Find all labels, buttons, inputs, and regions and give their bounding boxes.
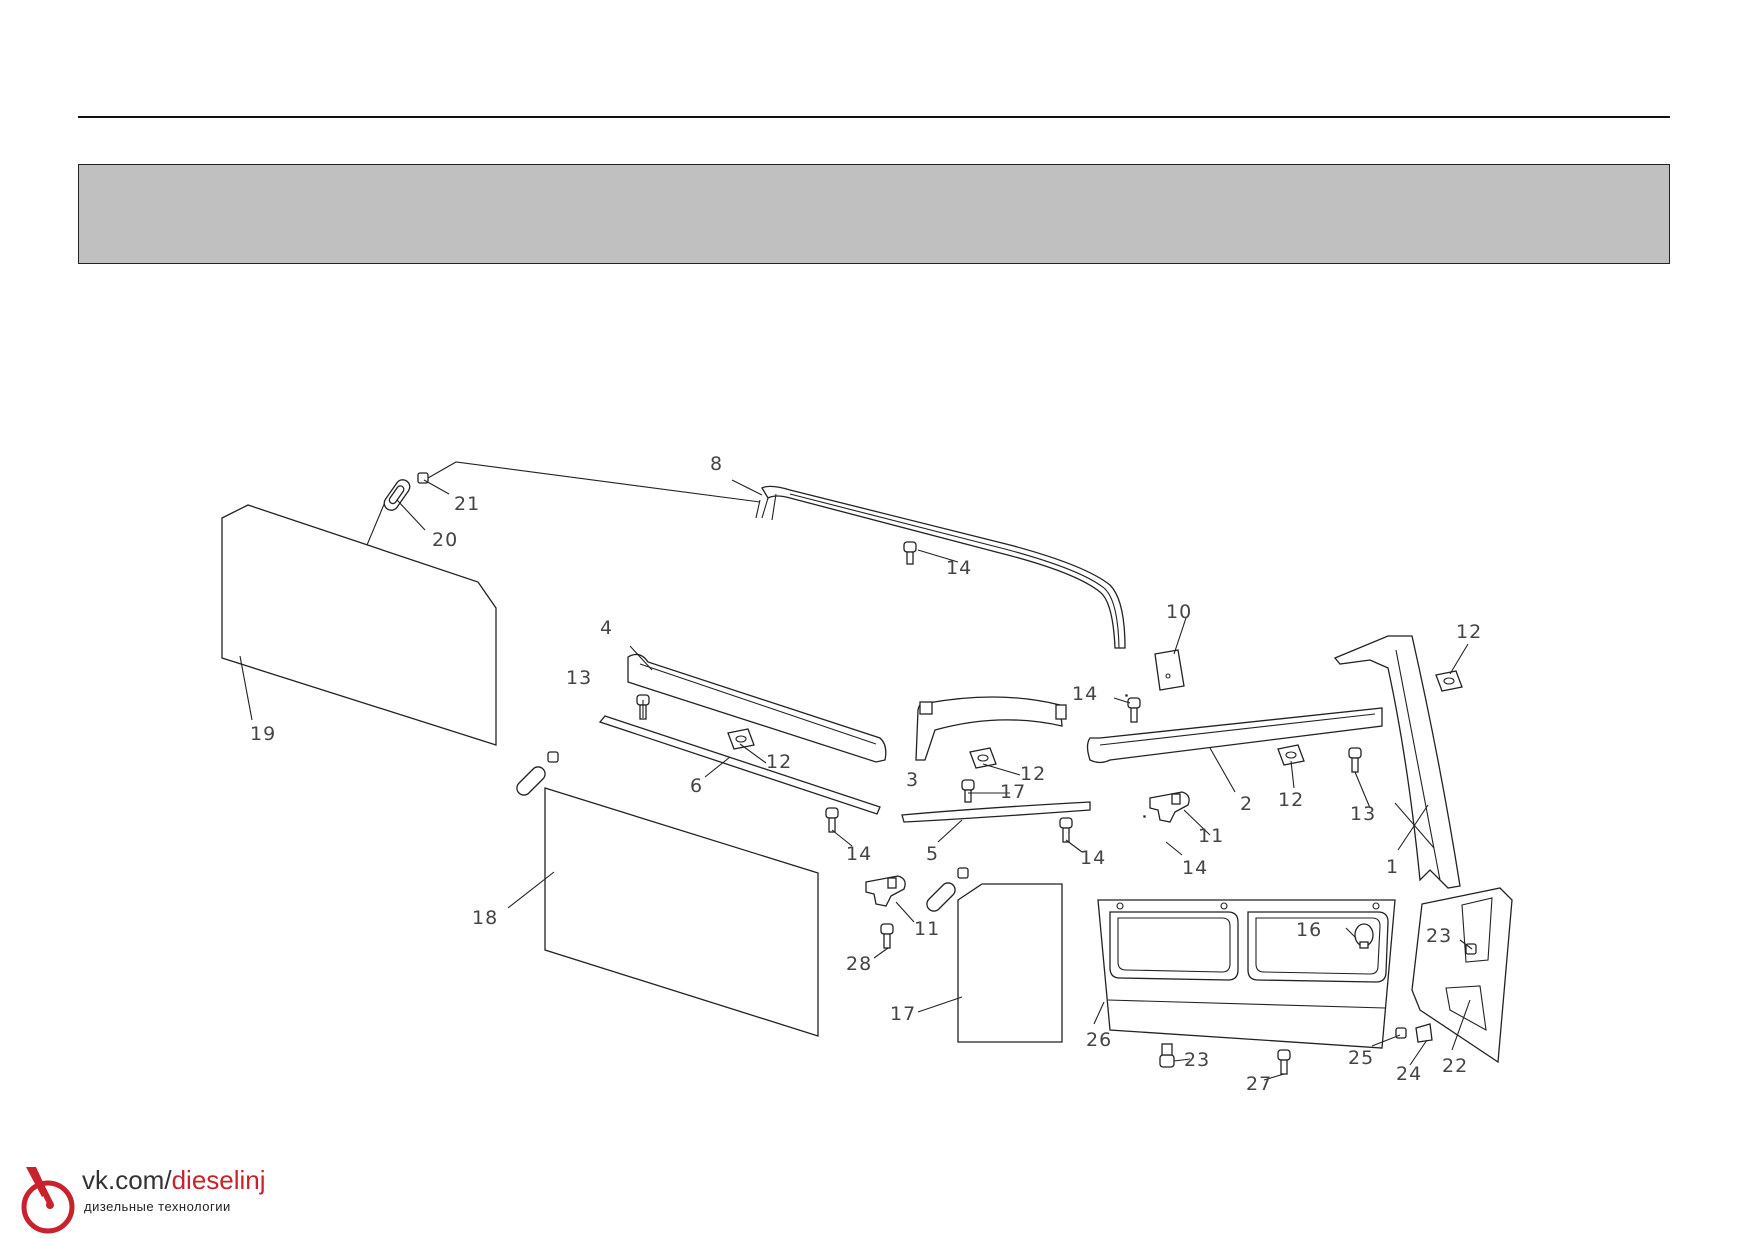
- part-18-panel: [544, 787, 819, 1037]
- watermark: vk.com/dieselinj дизельные технологии: [20, 1163, 310, 1234]
- callout-14-e: 14: [1182, 857, 1208, 879]
- callout-19: 19: [250, 723, 276, 745]
- callout-21: 21: [454, 493, 480, 515]
- part-6-strip: [598, 715, 881, 815]
- screw-13-b: [1348, 747, 1362, 773]
- callout-26: 26: [1086, 1029, 1112, 1051]
- part-20-lamp: [383, 479, 411, 511]
- callout-5: 5: [926, 843, 939, 865]
- callout-10: 10: [1166, 601, 1192, 623]
- callout-14-b: 14: [1072, 683, 1098, 705]
- screw-27: [1277, 1049, 1291, 1075]
- top-rule: [78, 116, 1670, 118]
- part-5-strip: [901, 801, 1091, 823]
- callout-11-left: 11: [914, 918, 940, 940]
- watermark-subtitle: дизельные технологии: [84, 1199, 231, 1214]
- part-2-trim: [1086, 707, 1383, 764]
- callout-27: 27: [1246, 1073, 1272, 1095]
- callout-12-a: 12: [766, 751, 792, 773]
- callout-25: 25: [1348, 1047, 1374, 1069]
- part-16-handle: [1354, 923, 1374, 949]
- callout-13-a: 13: [566, 667, 592, 689]
- part-4-trim: [627, 653, 887, 763]
- part-24-clip: [1415, 1023, 1433, 1043]
- part-11-hinge-right: [1149, 791, 1190, 823]
- screw-14-c: [825, 807, 839, 833]
- callout-13-b: 13: [1350, 803, 1376, 825]
- callout-23-b: 23: [1184, 1049, 1210, 1071]
- screw-14-a: [903, 541, 917, 565]
- header-band: [78, 164, 1670, 264]
- clip-12-b: [969, 747, 997, 769]
- callout-22: 22: [1442, 1055, 1468, 1077]
- callout-4: 4: [600, 617, 613, 639]
- screw-14-d: [1059, 817, 1073, 843]
- lamp-middle: [926, 867, 969, 912]
- callout-labels: 1 2 3 4 5 6 8 10 11 11 12 12 12 12 13 13…: [250, 453, 1482, 1095]
- callout-3: 3: [906, 769, 919, 791]
- part-19-panel: [221, 501, 497, 746]
- lamp-left: [516, 751, 559, 796]
- callout-17-a: 17: [1000, 781, 1026, 803]
- callout-24: 24: [1396, 1063, 1422, 1085]
- callout-2: 2: [1240, 793, 1253, 815]
- part-1-pillar: [1333, 635, 1461, 889]
- part-11-hinge-left: [865, 875, 906, 907]
- screw-14-b: [1127, 697, 1141, 723]
- clip-12-c: [1277, 744, 1305, 766]
- bolt-23-a: [1159, 1043, 1175, 1068]
- callout-16: 16: [1296, 919, 1322, 941]
- part-8-roof-rail: [755, 485, 1126, 649]
- callout-1: 1: [1386, 856, 1399, 878]
- leader-lines: [239, 479, 1473, 1081]
- callout-12-d: 12: [1456, 621, 1482, 643]
- callout-28: 28: [846, 953, 872, 975]
- part-26-frame: [1097, 899, 1396, 1049]
- watermark-url: vk.com/dieselinj: [82, 1165, 266, 1195]
- callout-12-b: 12: [1020, 763, 1046, 785]
- injector-logo-icon: [21, 1167, 75, 1234]
- callout-23-a: 23: [1426, 925, 1452, 947]
- callout-20: 20: [432, 529, 458, 551]
- callout-12-c: 12: [1278, 789, 1304, 811]
- screw-17-a: [961, 779, 975, 803]
- screw-14-e: [1125, 694, 1146, 818]
- callout-14-c: 14: [846, 843, 872, 865]
- callout-17-b: 17: [890, 1003, 916, 1025]
- part-17-panel: [957, 883, 1063, 1043]
- callout-6: 6: [690, 775, 703, 797]
- callout-18: 18: [472, 907, 498, 929]
- callout-11-right: 11: [1198, 825, 1224, 847]
- clip-12-a: [727, 728, 755, 750]
- part-10-plate: [1154, 649, 1185, 691]
- clip-12-d: [1435, 670, 1463, 692]
- part-3-arch: [915, 696, 1067, 761]
- screw-28: [880, 923, 894, 949]
- callout-14-a: 14: [946, 557, 972, 579]
- callout-14-d: 14: [1080, 847, 1106, 869]
- callout-8: 8: [710, 453, 723, 475]
